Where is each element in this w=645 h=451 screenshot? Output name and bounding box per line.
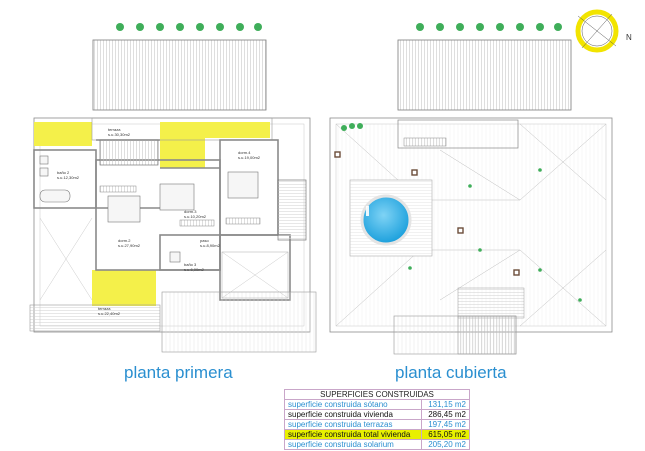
- pergola-top-right: [397, 39, 572, 111]
- stairs-right: [277, 179, 307, 241]
- room-bano3-area: s.u.6,00m2: [184, 267, 205, 272]
- plants-cubierta: [341, 123, 582, 302]
- plan-cubierta: [329, 39, 613, 355]
- areas-row-label: superficie construida terrazas: [283, 419, 423, 430]
- terrace-top-2: [160, 122, 270, 138]
- room-dorm2-area: s.u.27,90m2: [118, 243, 141, 248]
- areas-table: SUPERFICIES CONSTRUIDAS superficie const…: [283, 389, 470, 450]
- compass-north-label: N: [626, 33, 632, 42]
- plan-cubierta-title: planta cubierta: [395, 363, 507, 382]
- terrace-bottom: [92, 270, 156, 306]
- plan-primera: terraza s.u.30,30m2 dorm.4 s.u.19,00m2 b…: [29, 39, 317, 353]
- areas-row-label: superficie construida sótano: [283, 399, 423, 410]
- areas-row-value: 286,45 m2: [421, 409, 470, 420]
- room-paso-area: s.u.8,90m2: [200, 243, 221, 248]
- terrace-top-3: [160, 138, 205, 168]
- room-dorm3-name: dorm.3: [184, 209, 197, 214]
- room-bano2-name: baño 2: [57, 170, 70, 175]
- room-bano2-area: s.u.12,30m2: [57, 175, 80, 180]
- room-bano3-name: baño 3: [184, 262, 197, 267]
- terrace-top-1: [34, 122, 92, 146]
- areas-row-value: 205,20 m2: [421, 439, 470, 450]
- room-paso-name: paso: [200, 238, 209, 243]
- areas-row-label: superficie construida vivienda: [283, 409, 423, 420]
- areas-row-value: 615,05 m2: [421, 429, 470, 440]
- room-terraza-1-name: terraza: [108, 127, 121, 132]
- room-dorm2-name: dorm.2: [118, 238, 131, 243]
- areas-row-value: 197,45 m2: [421, 419, 470, 430]
- room-terraza-2-area: s.u.22,40m2: [98, 311, 121, 316]
- pergola-bottom-right-2: [457, 315, 517, 355]
- room-dorm4-area: s.u.19,00m2: [238, 155, 261, 160]
- room-terraza-1-area: s.u.30,30m2: [108, 132, 131, 137]
- plan-primera-title: planta primera: [124, 363, 233, 382]
- plant-row-top: [116, 23, 562, 31]
- pergola-bottom-left: [161, 291, 317, 353]
- stairs-left: [99, 139, 159, 166]
- areas-table-header: SUPERFICIES CONSTRUIDAS: [284, 389, 470, 400]
- room-terraza-2-name: terraza: [98, 306, 111, 311]
- areas-row-label: superficie construida solarium: [283, 439, 423, 450]
- compass: N: [575, 9, 632, 53]
- pergola-top-left: [92, 39, 267, 111]
- areas-row-label: superficie construida total vivienda: [283, 429, 423, 440]
- pool: [360, 194, 412, 246]
- room-dorm4-name: dorm.4: [238, 150, 251, 155]
- areas-row-value: 131,15 m2: [421, 399, 470, 410]
- room-dorm3-area: s.u.10,20m2: [184, 214, 207, 219]
